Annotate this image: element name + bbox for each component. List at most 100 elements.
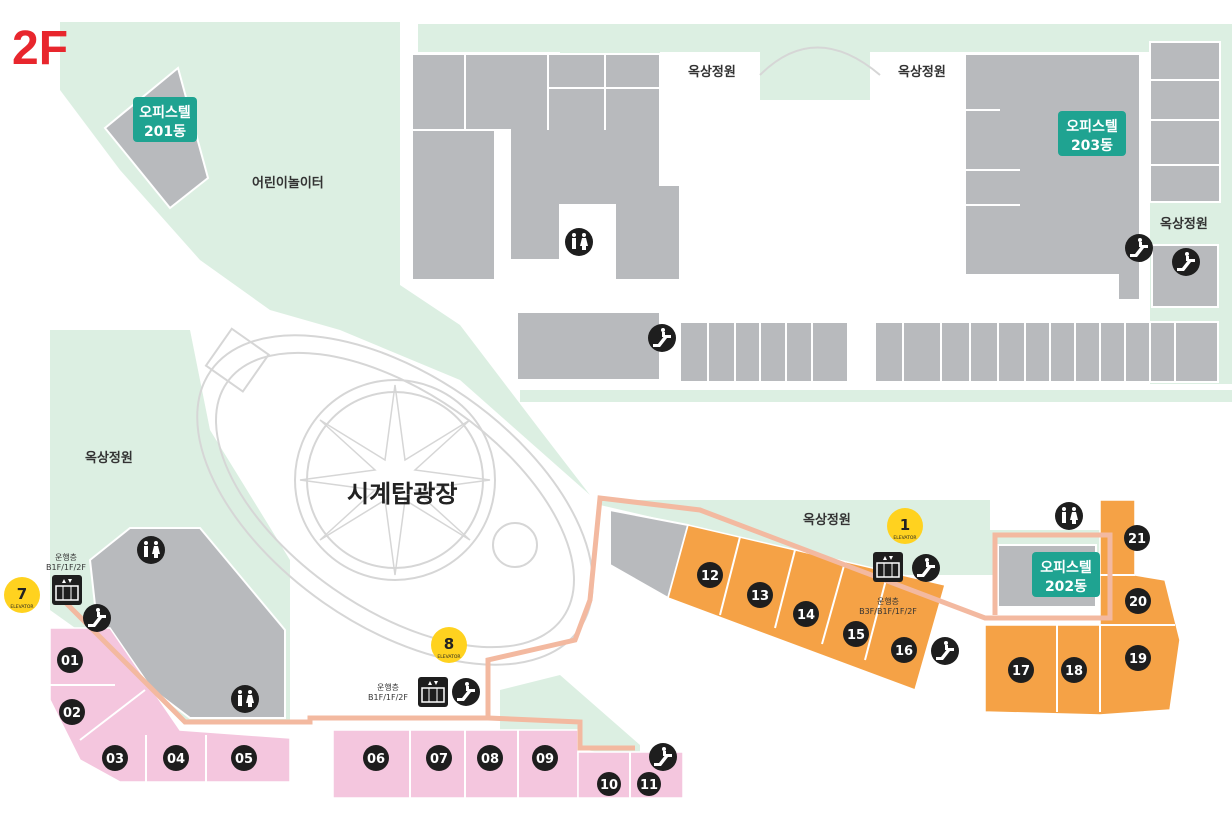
svg-text:03: 03 xyxy=(106,752,124,767)
plaza-inner-ring xyxy=(215,351,575,649)
elevator-badge-8: 8 ELEVATOR xyxy=(431,627,467,663)
building-label-201: 201동 xyxy=(144,124,186,140)
svg-text:04: 04 xyxy=(167,752,185,767)
svg-text:09: 09 xyxy=(536,752,554,767)
restroom-icon xyxy=(565,228,593,256)
elevator-badge-1: 1 ELEVATOR xyxy=(887,508,923,544)
unit-badge-15[interactable]: 15 xyxy=(843,621,869,647)
escalator-icon xyxy=(931,637,959,665)
unit-badge-16[interactable]: 16 xyxy=(891,637,917,663)
elevator-icon xyxy=(417,676,449,708)
unit-badge-12[interactable]: 12 xyxy=(697,562,723,588)
office-badge-202: 오피스텔 202동 xyxy=(1032,552,1100,597)
pink-unit-dividers xyxy=(50,684,631,798)
office-label: 오피스텔 xyxy=(1066,119,1118,135)
unit-badge-02[interactable]: 02 xyxy=(59,699,85,725)
escalator-icon xyxy=(1125,234,1153,262)
service-floors-label-7: 운행층 xyxy=(55,552,77,562)
plaza-label: 시계탑광장 xyxy=(347,480,457,508)
floor-badge: 2F xyxy=(12,22,68,75)
restroom-icon xyxy=(1055,502,1083,530)
unit-badge-01[interactable]: 01 xyxy=(57,647,83,673)
office-label: 오피스텔 xyxy=(139,105,191,121)
bridge-arc xyxy=(759,46,881,76)
svg-text:10: 10 xyxy=(600,778,618,793)
elevator-word: ELEVATOR xyxy=(893,535,916,541)
svg-text:19: 19 xyxy=(1129,652,1147,667)
office-badge-201: 오피스텔 201동 xyxy=(133,97,197,142)
plaza-pavilion xyxy=(204,327,271,393)
unit-badge-13[interactable]: 13 xyxy=(747,582,773,608)
elevator-icon xyxy=(872,551,904,583)
svg-text:05: 05 xyxy=(235,752,253,767)
unit-badge-11[interactable]: 11 xyxy=(637,772,661,796)
walkway-path xyxy=(53,495,1113,725)
building-right-col xyxy=(1149,41,1221,203)
escalator-icon xyxy=(912,554,940,582)
service-floors-value-8: B1F/1F/2F xyxy=(368,693,408,702)
building-label-203: 203동 xyxy=(1071,138,1113,154)
building-row-a xyxy=(679,321,849,383)
svg-text:02: 02 xyxy=(63,706,81,721)
elevator-number: 8 xyxy=(444,635,454,653)
svg-text:14: 14 xyxy=(797,608,815,623)
building-203-block xyxy=(964,53,1141,301)
rooftop-label-1: 옥상정원 xyxy=(688,64,736,80)
pink-unit-area-west xyxy=(49,627,291,783)
unit-badge-21[interactable]: 21 xyxy=(1124,525,1150,551)
rooftop-label-4: 옥상정원 xyxy=(85,450,133,466)
svg-text:11: 11 xyxy=(640,778,658,793)
svg-text:12: 12 xyxy=(701,569,719,584)
unit-badge-18[interactable]: 18 xyxy=(1061,657,1087,683)
svg-text:16: 16 xyxy=(895,644,913,659)
elevator-number: 7 xyxy=(17,585,27,603)
unit-badge-05[interactable]: 05 xyxy=(231,745,257,771)
elevator-number: 1 xyxy=(900,516,910,534)
office-label: 오피스텔 xyxy=(1040,560,1092,576)
restroom-icon xyxy=(231,685,259,713)
restroom-icon xyxy=(137,536,165,564)
garden-top-strip xyxy=(418,24,1230,310)
svg-text:18: 18 xyxy=(1065,664,1083,679)
service-floors-label-8: 운행층 xyxy=(377,682,399,692)
compass-star xyxy=(299,384,491,576)
unit-badge-14[interactable]: 14 xyxy=(793,601,819,627)
elevator-icon xyxy=(51,574,83,606)
escalator-icon xyxy=(1172,248,1200,276)
unit-badge-03[interactable]: 03 xyxy=(102,745,128,771)
escalator-icon xyxy=(83,604,111,632)
escalator-icon xyxy=(648,324,676,352)
unit-badge-10[interactable]: 10 xyxy=(597,772,621,796)
service-floors-value-7: B1F/1F/2F xyxy=(46,563,86,572)
svg-text:01: 01 xyxy=(61,654,79,669)
service-floors-value-1: B3F/B1F/1F/2F xyxy=(859,607,917,616)
unit-badge-04[interactable]: 04 xyxy=(163,745,189,771)
unit-badge-08[interactable]: 08 xyxy=(477,745,503,771)
unit-badge-09[interactable]: 09 xyxy=(532,745,558,771)
svg-text:08: 08 xyxy=(481,752,499,767)
building-label-202: 202동 xyxy=(1045,579,1087,595)
escalator-icon xyxy=(452,678,480,706)
rooftop-label-2: 옥상정원 xyxy=(898,64,946,80)
building-dividers xyxy=(412,54,1220,382)
garden-strip-top-row xyxy=(520,390,1232,402)
buildings-grey xyxy=(88,41,1221,719)
walkway-branch xyxy=(487,715,635,751)
building-mid-left xyxy=(516,311,661,381)
svg-text:17: 17 xyxy=(1012,664,1030,679)
unit-badge-20[interactable]: 20 xyxy=(1125,588,1151,614)
service-floors-label-1: 운행층 xyxy=(877,596,899,606)
office-badge-203: 오피스텔 203동 xyxy=(1058,111,1126,156)
compass-inner xyxy=(306,391,484,569)
svg-text:21: 21 xyxy=(1128,532,1146,547)
svg-text:20: 20 xyxy=(1129,595,1147,610)
compass-outer xyxy=(294,379,496,581)
elevator-word: ELEVATOR xyxy=(10,604,33,610)
unit-badge-17[interactable]: 17 xyxy=(1008,657,1034,683)
unit-badge-07[interactable]: 07 xyxy=(426,745,452,771)
building-row-b xyxy=(874,321,1219,383)
unit-badge-19[interactable]: 19 xyxy=(1125,645,1151,671)
rooftop-label-3: 옥상정원 xyxy=(1160,216,1208,232)
unit-badge-06[interactable]: 06 xyxy=(363,745,389,771)
